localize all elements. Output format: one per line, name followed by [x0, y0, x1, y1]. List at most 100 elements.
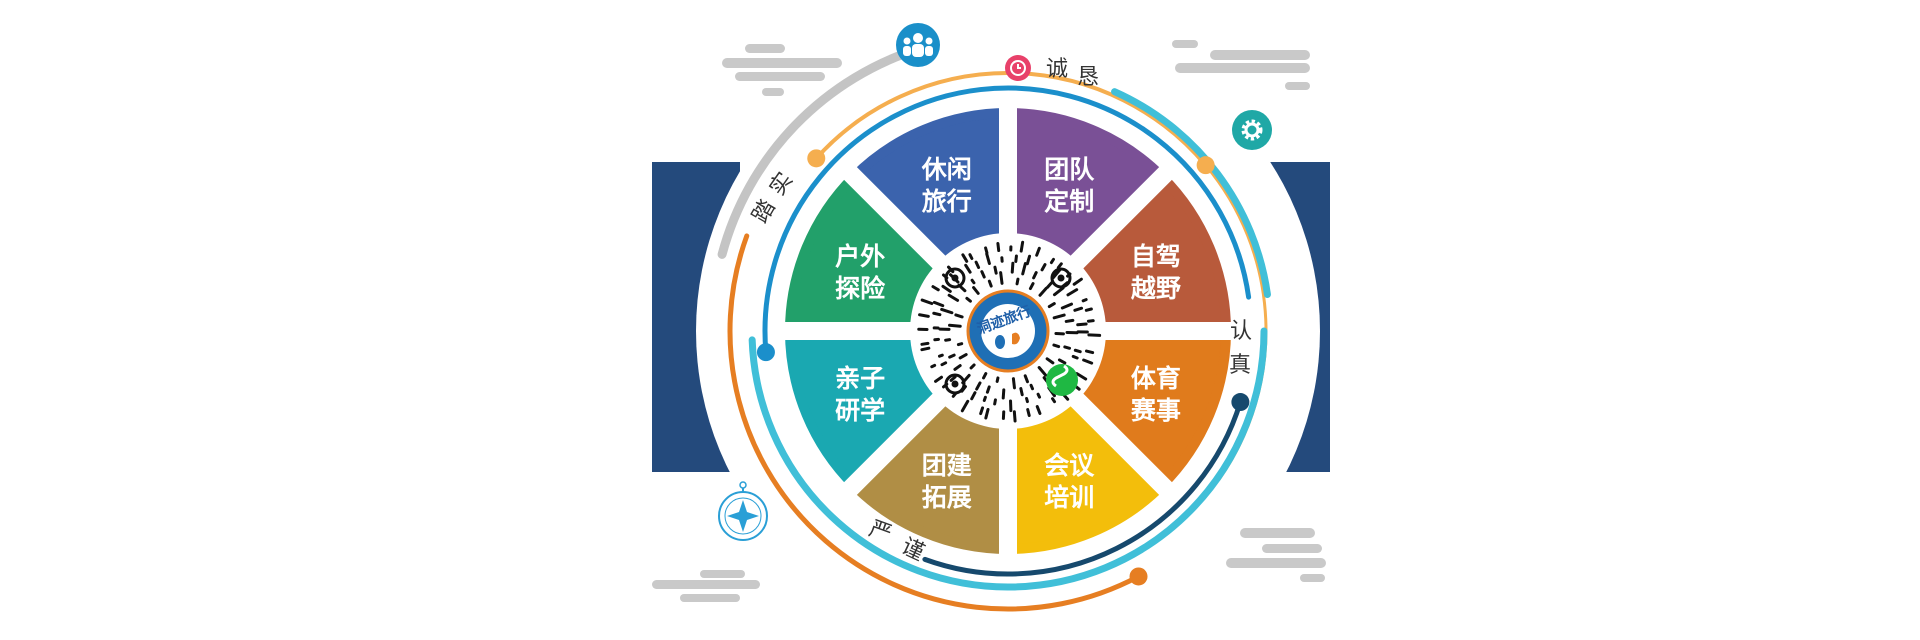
ring-dot: [1129, 567, 1148, 586]
qr-dash: [932, 311, 942, 317]
qr-dash: [965, 296, 972, 303]
qr-dash: [1028, 282, 1035, 291]
qr-dash: [944, 338, 952, 342]
qr-dash: [1057, 358, 1067, 365]
qr-dash: [1011, 377, 1016, 390]
qr-dash: [1064, 318, 1075, 323]
ring-navy: [922, 399, 1243, 577]
qr-dash: [984, 407, 990, 420]
qr-dash: [1051, 397, 1057, 404]
qr-dash: [1073, 306, 1084, 312]
qr-dash: [1082, 358, 1094, 365]
qr-dash: [961, 253, 969, 263]
qr-dash: [1049, 257, 1055, 265]
qr-dash: [940, 361, 948, 367]
qr-dash: [1063, 345, 1072, 350]
ring-dot: [1196, 156, 1215, 175]
qr-dash: [956, 342, 964, 347]
qr-dash: [947, 293, 960, 302]
qr-dash: [969, 363, 976, 370]
qr-dash: [1045, 357, 1055, 365]
qr-dash: [974, 260, 981, 269]
sector-label-line1: 亲子: [835, 364, 885, 393]
qr-dash: [1040, 263, 1047, 272]
qr-dash: [982, 395, 987, 402]
sector-label-line1: 会议: [1044, 451, 1095, 480]
qr-dash: [1047, 302, 1056, 309]
ring-cyan-top: [1111, 88, 1271, 299]
qr-dash: [970, 391, 977, 401]
value-sincere-char2: 恳: [1077, 65, 1099, 90]
sector-label-line2: 培训: [1044, 483, 1094, 512]
qr-dash: [1051, 268, 1062, 280]
qr-dash: [1001, 388, 1006, 400]
qr-dash: [999, 271, 1004, 285]
qr-dash: [1019, 240, 1025, 253]
qr-dash: [1010, 261, 1015, 274]
ring-blue: [762, 85, 1252, 355]
qr-dash: [982, 372, 988, 380]
qr-dash: [1081, 298, 1088, 303]
qr-dash: [934, 375, 943, 383]
qr-dash: [1014, 254, 1018, 263]
sector-label-line2: 研学: [835, 396, 885, 425]
sector-label-line1: 团建: [922, 451, 972, 480]
value-sincere-char1: 诚: [1046, 57, 1068, 82]
value-earnest-char1: 认: [1230, 319, 1252, 344]
sector-label-line2: 定制: [1044, 187, 1094, 216]
qr-dash: [1025, 254, 1032, 266]
qr-dash: [968, 253, 974, 261]
qr-finder-marks: [944, 267, 1072, 395]
sector-label-line1: 自驾: [1131, 242, 1181, 271]
qr-dash: [948, 323, 962, 328]
sector-label-line1: 户外: [835, 242, 885, 271]
qr-dash: [1038, 286, 1048, 297]
qr-dash: [1019, 387, 1024, 397]
qr-dash: [993, 265, 998, 275]
qr-dash: [1025, 396, 1029, 404]
qr-dash: [972, 286, 980, 295]
people-icon: [896, 23, 940, 67]
cloud-top-right: [1172, 40, 1310, 90]
qr-dash: [970, 278, 976, 285]
qr-dash: [1036, 392, 1042, 399]
value-earnest-char2: 真: [1229, 353, 1251, 378]
ring-dot: [756, 343, 775, 362]
sector-label-line2: 旅行: [922, 187, 972, 216]
qr-dash: [1084, 349, 1095, 355]
qr-dash: [987, 279, 993, 288]
sector-label-line2: 赛事: [1130, 396, 1181, 425]
qr-dash: [937, 353, 944, 358]
qr-dash: [1026, 408, 1031, 418]
qr-dash: [1035, 405, 1042, 415]
qr-dash: [1073, 348, 1082, 354]
gear-icon: [1232, 110, 1272, 150]
qr-dash: [995, 376, 1000, 383]
qr-dash: [932, 300, 945, 308]
cloud-bottom-right: [1226, 528, 1326, 582]
ring-gray: [717, 43, 926, 259]
ring-dot: [807, 149, 826, 168]
qr-dash: [931, 285, 940, 292]
qr-dash: [1037, 366, 1048, 377]
qr-dash: [1072, 277, 1083, 286]
qr-dash: [984, 246, 989, 255]
qr-dash: [985, 385, 991, 394]
qr-dash: [1060, 302, 1074, 310]
cloud-top-left: [722, 44, 842, 96]
sector-label-line2: 越野: [1131, 274, 1181, 303]
qr-dash: [1029, 383, 1035, 391]
qr-dash: [918, 313, 930, 318]
qr-dash: [964, 263, 972, 274]
brand-logo: 洞迹旅行: [966, 289, 1050, 373]
qr-dash: [1052, 313, 1066, 320]
ring-dot: [1231, 393, 1250, 412]
qr-dash: [930, 363, 937, 369]
qr-dash: [1086, 319, 1095, 323]
qr-dash: [996, 242, 1001, 253]
qr-dash: [958, 353, 968, 360]
qr-dash: [1066, 288, 1079, 297]
sector-label-line1: 体育: [1131, 364, 1181, 393]
qr-dash: [1035, 246, 1041, 257]
sector-label-line1: 休闲: [921, 155, 972, 184]
